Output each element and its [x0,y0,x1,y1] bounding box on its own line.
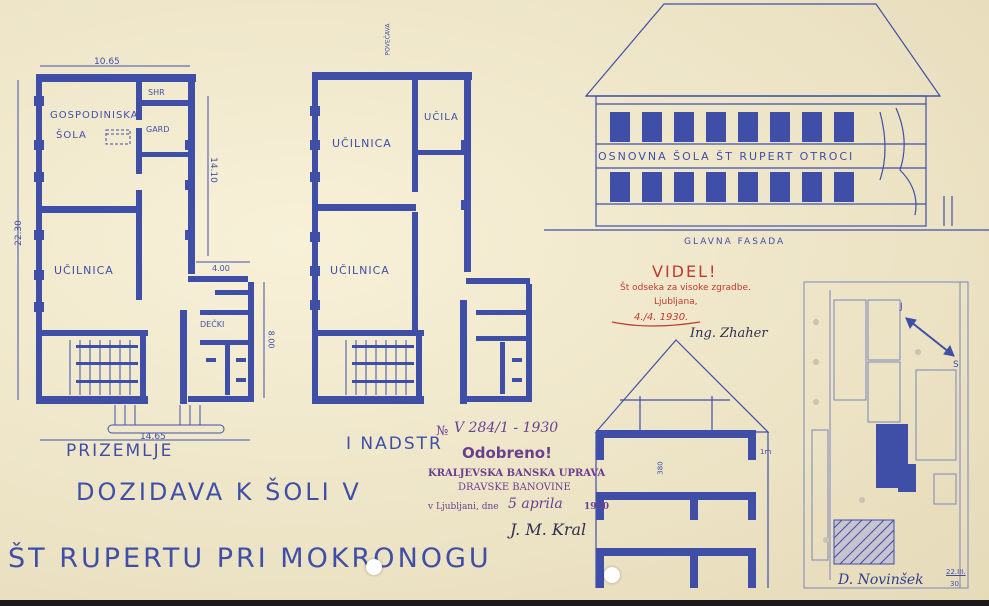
stamp-approved-day: 5 aprila [508,496,563,512]
stamp-videl-title: VIDEL! [652,262,718,281]
author-year: 30. [950,580,962,588]
ground-width-bottom: 14.65 [140,432,166,442]
facade-caption: GLAVNA FASADA [684,237,786,247]
author-signature: D. Novinšek [838,572,924,588]
ground-floor-label: PRIZEMLJE [66,441,174,461]
stamp-videl-signature: Ing. Zhaher [690,326,768,341]
stamp-approved-year: 1930 [584,502,610,512]
room-label-shr: SHR [148,88,165,97]
room-label-gard: GARD [146,125,170,134]
ground-right-dim: 4.00 [212,264,230,273]
stamp-approved-line3: v Ljubljani, dne [428,502,499,512]
stamp-approved-line1: KRALJEVSKA BANSKA UPRAVA [428,468,606,479]
room-label-ucilnica-first-2: UČILNICA [330,264,390,277]
section-dim-a: 1m [760,448,772,456]
site-label-j: J [900,302,903,312]
bottom-edge [0,600,989,606]
marker-dot-right[interactable] [604,567,620,583]
marker-dot-left[interactable] [366,559,382,575]
drawing-title-line1: DOZIDAVA K ŠOLI V [76,478,362,506]
stamp-videl-line1: Št odseka za visoke zgradbe. [620,283,751,293]
ground-width-top: 10.65 [94,57,120,67]
room-label-ucila: UČILA [424,112,459,123]
author-date: 22.III. [946,568,966,576]
stamp-approved-signature: J. M. Kral [510,520,587,539]
stamp-approved-line2: DRAVSKE BANOVINE [458,482,571,493]
room-label-gospodinjska: GOSPODINISKA [50,110,139,121]
stamp-approved-number-prefix: № [436,424,449,439]
stamp-approved-number: V 284/1 - 1930 [454,420,559,436]
stamp-videl-line2: Ljubljana, [654,297,698,307]
stamp-approved-title: Odobreno! [462,444,552,462]
stamp-videl-date: 4./4. 1930. [634,312,689,323]
room-label-decki: DEČKI [200,320,225,329]
room-label-ucilnica-ground: UČILNICA [54,264,114,277]
facade-inscription: OSNOVNA ŠOLA ŠT RUPERT OTROCI [598,150,855,163]
site-label-s: S [953,360,959,370]
room-label-sola: ŠOLA [56,130,87,141]
first-floor-label: I NADSTR [346,434,443,454]
room-label-ucilnica-first-1: UČILNICA [332,137,392,150]
drawing-title-line2: ŠT RUPERTU PRI MOKRONOGU [8,543,492,574]
